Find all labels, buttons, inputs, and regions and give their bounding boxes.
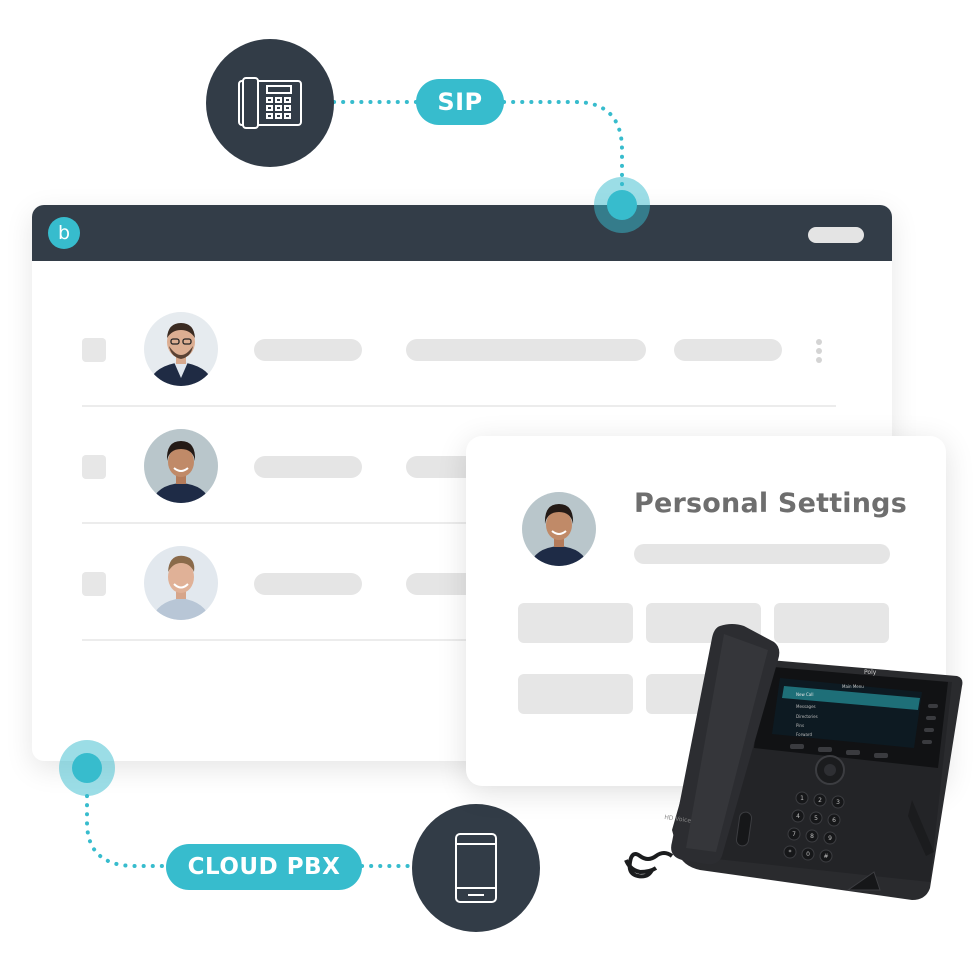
settings-tile[interactable] <box>518 603 633 643</box>
subtitle-placeholder <box>634 544 890 564</box>
name-placeholder <box>254 573 362 595</box>
keypad-key: 3 <box>836 799 840 806</box>
name-placeholder <box>254 339 362 361</box>
more-options-icon[interactable] <box>816 339 822 363</box>
keypad-key: 9 <box>828 835 832 842</box>
keypad-key: * <box>789 849 792 856</box>
polycom-desk-phone: Poly Main Menu New Call Messages Directo… <box>612 620 972 920</box>
sip-connection-node <box>594 177 650 233</box>
keypad-key: # <box>823 853 828 860</box>
row-divider <box>82 405 836 407</box>
row-divider <box>82 639 836 641</box>
keypad-key: 1 <box>800 795 804 802</box>
row-checkbox[interactable] <box>82 455 106 479</box>
desk-phone-icon <box>238 77 302 129</box>
keypad-key: 5 <box>814 815 818 822</box>
settings-tile[interactable] <box>774 603 889 643</box>
keypad-key: 2 <box>818 797 822 804</box>
phone-menu-item: Messages <box>796 704 816 709</box>
cloud-pbx-label: CLOUD PBX <box>166 844 362 890</box>
email-placeholder <box>406 339 646 361</box>
name-placeholder <box>254 456 362 478</box>
keypad-key: 8 <box>810 833 814 840</box>
man-with-glasses-avatar <box>144 312 218 386</box>
row-divider <box>82 522 836 524</box>
smiling-woman-avatar <box>144 429 218 503</box>
row-checkbox[interactable] <box>82 572 106 596</box>
smiling-man-avatar <box>144 546 218 620</box>
mobile-phone-device <box>412 804 540 932</box>
sip-label: SIP <box>416 79 504 125</box>
phone-brand: Poly <box>864 669 877 676</box>
table-row[interactable] <box>82 290 836 407</box>
window-titlebar: b <box>32 205 892 261</box>
cloud-pbx-connection-node <box>59 740 115 796</box>
keypad-key: 0 <box>806 851 810 858</box>
card-title: Personal Settings <box>634 488 907 519</box>
keypad-key: 6 <box>832 817 836 824</box>
handset-label: HD Voice <box>664 814 692 825</box>
titlebar-button[interactable] <box>808 227 864 243</box>
keypad-key: 4 <box>796 813 800 820</box>
settings-tile[interactable] <box>518 674 633 714</box>
smiling-woman-avatar <box>522 492 596 566</box>
desk-phone-device <box>206 39 334 167</box>
keypad-key: 7 <box>792 831 796 838</box>
phone-menu-item: Forward <box>796 732 813 737</box>
mobile-phone-icon <box>455 833 497 903</box>
app-logo[interactable]: b <box>48 217 80 249</box>
row-checkbox[interactable] <box>82 338 106 362</box>
phone-screen-title: Main Menu <box>842 684 864 689</box>
phone-menu-item: Pins <box>796 723 804 728</box>
role-placeholder <box>674 339 782 361</box>
phone-menu-item: New Call <box>796 692 813 697</box>
phone-menu-item: Directories <box>796 714 818 719</box>
